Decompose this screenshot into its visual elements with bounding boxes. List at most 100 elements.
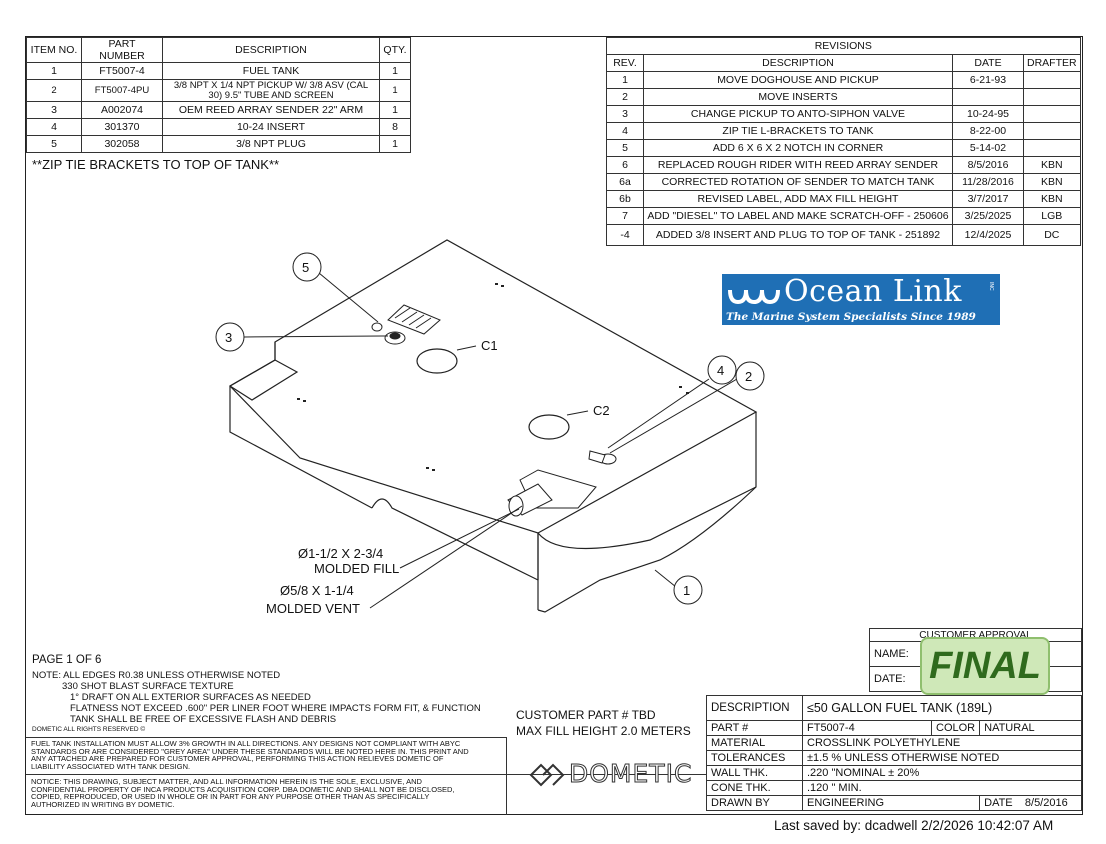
vent-label: MOLDED VENT [266, 601, 360, 616]
rev-number: -4 [606, 224, 644, 246]
wave-icon [728, 289, 780, 305]
tolerances-label: TOLERANCES [706, 750, 803, 766]
molded-fill [507, 469, 597, 517]
customer-part: CUSTOMER PART # TBD [516, 708, 656, 722]
color-label: COLOR [930, 720, 981, 736]
revisions-header-row: REV. DESCRIPTION DATE DRAFTER [606, 54, 1081, 72]
rev-description: CORRECTED ROTATION OF SENDER TO MATCH TA… [643, 173, 953, 191]
divider [26, 737, 506, 738]
tank-outline [229, 239, 758, 613]
wall-thickness-label: WALL THK. [706, 765, 803, 781]
note-line: 330 SHOT BLAST SURFACE TEXTURE [62, 681, 234, 692]
wall-thickness-value: .220 "NOMINAL ± 20% [802, 765, 1082, 781]
growth-note: FUEL TANK INSTALLATION MUST ALLOW 3% GRO… [31, 739, 469, 771]
balloon-4: 4 [717, 363, 724, 378]
rev-description: ADD "DIESEL" TO LABEL AND MAKE SCRATCH-O… [643, 207, 953, 225]
balloon-3: 3 [225, 330, 232, 345]
color-value: NATURAL [979, 720, 1082, 736]
logo-tagline: The Marine System Specialists Since 1989 [726, 311, 976, 323]
rights-reserved: DOMETIC ALL RIGHTS RESERVED © [32, 726, 146, 733]
fill-label: MOLDED FILL [314, 561, 399, 576]
rev-drafter: KBN [1023, 190, 1081, 208]
approval-name-label: NAME: [869, 641, 918, 667]
pickup-fitting [588, 450, 617, 465]
logo-inc: INC [988, 282, 994, 291]
dometic-wordmark: DOMETIC [568, 759, 693, 789]
drawn-by-label: DRAWN BY [706, 795, 803, 811]
drawn-date-cell: DATE 8/5/2016 [979, 795, 1082, 811]
page-indicator: PAGE 1 OF 6 [32, 654, 102, 666]
bom-part: A002074 [81, 101, 163, 119]
vent-dimension: Ø5/8 X 1-1/4 [280, 583, 354, 598]
tolerances-value: ±1.5 % UNLESS OTHERWISE NOTED [802, 750, 1082, 766]
bom-header-part: PART NUMBER [81, 37, 163, 63]
zip-tie-note: **ZIP TIE BRACKETS TO TOP OF TANK** [32, 157, 280, 172]
bom-qty: 1 [379, 62, 411, 80]
balloon-5: 5 [302, 260, 309, 275]
rev-description: ADDED 3/8 INSERT AND PLUG TO TOP OF TANK… [643, 224, 953, 246]
note-line: FLATNESS NOT EXCEED .600" PER LINER FOOT… [70, 703, 481, 714]
description-value: ≤50 GALLON FUEL TANK (189L) [802, 695, 1082, 721]
bom-part: 302058 [81, 135, 163, 153]
balloons [215, 252, 765, 605]
bom-header-description: DESCRIPTION [162, 37, 380, 63]
rev-description: CHANGE PICKUP TO ANTO-SIPHON VALVE [643, 105, 953, 123]
leader-lines [243, 272, 738, 609]
balloon-1: 1 [683, 583, 690, 598]
callout-c2: C2 [593, 403, 610, 418]
rev-description: REPLACED ROUGH RIDER WITH REED ARRAY SEN… [643, 156, 953, 174]
part-label: PART # [706, 720, 803, 736]
note-line: NOTE: ALL EDGES R0.38 UNLESS OTHERWISE N… [32, 670, 281, 681]
date-value: 8/5/2016 [1024, 797, 1068, 809]
bom-header-row: ITEM NO. PART NUMBER DESCRIPTION QTY. [26, 37, 411, 63]
dometic-chevron-icon [529, 763, 565, 787]
bom-qty: 1 [379, 135, 411, 153]
bom-desc: FUEL TANK [162, 62, 380, 80]
title-block: DESCRIPTION ≤50 GALLON FUEL TANK (189L) … [706, 695, 1082, 811]
general-notes: NOTE: ALL EDGES R0.38 UNLESS OTHERWISE N… [32, 670, 481, 725]
logo-text: Ocean Link [784, 274, 962, 309]
revisions-table: REVISIONS REV. DESCRIPTION DATE DRAFTER … [606, 37, 1081, 246]
drawn-by-value: ENGINEERING [801, 795, 981, 811]
description-label: DESCRIPTION [706, 695, 803, 721]
bom-row: 4 301370 10-24 INSERT 8 [26, 118, 411, 136]
date-label: DATE [984, 797, 1013, 809]
bom-item: 5 [26, 135, 82, 153]
fill-dimension: Ø1-1/2 X 2-3/4 [298, 546, 383, 561]
rev-drafter: LGB [1023, 207, 1081, 225]
bom-row: 1 FT5007-4 FUEL TANK 1 [26, 62, 411, 80]
sender-assembly [371, 304, 441, 345]
callout-c1: C1 [481, 338, 498, 353]
drawing-sheet-border [25, 36, 1083, 815]
cone-thickness-label: CONE THK. [706, 780, 803, 796]
note-line: 1° DRAFT ON ALL EXTERIOR SURFACES AS NEE… [70, 692, 311, 703]
rev-header-description: DESCRIPTION [643, 54, 953, 72]
material-label: MATERIAL [706, 735, 803, 751]
hole-c1 [416, 348, 458, 374]
balloon-2: 2 [745, 369, 752, 384]
cone-thickness-value: .120 " MIN. [802, 780, 1082, 796]
divider [506, 737, 507, 815]
part-value: FT5007-4 [802, 720, 932, 736]
bom-row: 3 A002074 OEM REED ARRAY SENDER 22" ARM … [26, 101, 411, 119]
hole-c2 [528, 414, 570, 440]
rev-description: ADD 6 X 6 X 2 NOTCH IN CORNER [643, 139, 953, 157]
insert-marks [297, 283, 689, 471]
bom-row: 5 302058 3/8 NPT PLUG 1 [26, 135, 411, 153]
rev-drafter: KBN [1023, 173, 1081, 191]
bom-desc: 3/8 NPT PLUG [162, 135, 380, 153]
divider [26, 774, 706, 775]
material-value: CROSSLINK POLYETHYLENE [802, 735, 1082, 751]
final-stamp: FINAL [920, 637, 1050, 695]
bom-desc: 10-24 INSERT [162, 118, 380, 136]
customer-part-info: CUSTOMER PART # TBD MAX FILL HEIGHT 2.0 … [516, 707, 691, 739]
ocean-link-logo: Ocean Link INC The Marine System Special… [722, 274, 1000, 325]
